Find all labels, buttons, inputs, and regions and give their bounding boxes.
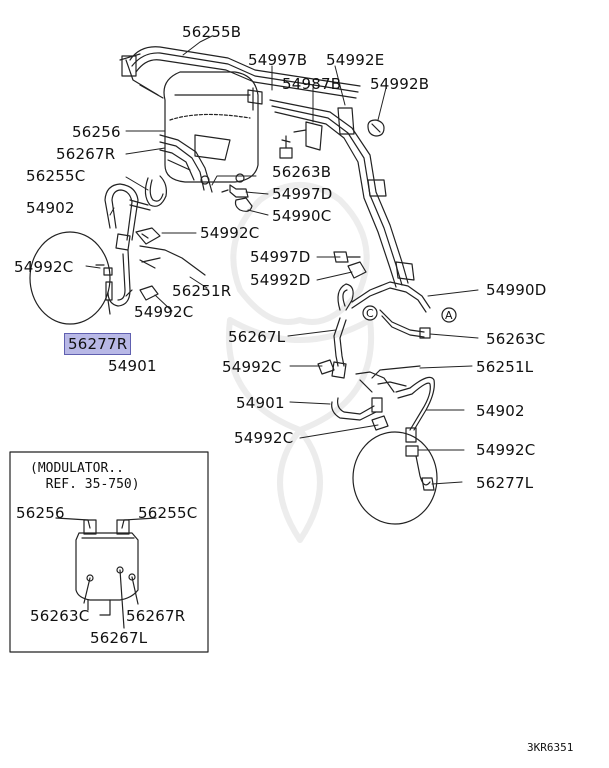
label-54902-a[interactable]: 54902 [26,199,75,217]
bracket-54987B [293,121,323,151]
label-54990D[interactable]: 54990D [486,281,547,299]
line-56267L [331,317,347,379]
leader-lines [85,35,479,485]
label-54987B[interactable]: 54987B [282,75,342,93]
clip-54997B [247,87,263,111]
label-56277L[interactable]: 56277L [476,474,534,492]
grommet-54992B [367,119,385,137]
label-56263B[interactable]: 56263B [272,163,332,181]
label-54997D-b[interactable]: 54997D [250,248,311,266]
clip-54990C [234,197,253,212]
watermark-logo [225,182,375,543]
bolt-54997B [279,135,293,159]
label-54992B[interactable]: 54992B [370,75,430,93]
bolt-54997D-b [333,251,361,263]
label-54992E[interactable]: 54992E [326,51,385,69]
label-54992C-f[interactable]: 54992C [476,441,536,459]
label-56263C[interactable]: 56263C [486,330,546,348]
marker-circle-a [441,307,457,323]
label-56251L[interactable]: 56251L [476,358,534,376]
brake-lines-right [269,99,415,288]
inset-box [9,451,209,653]
label-56267L[interactable]: 56267L [228,328,286,346]
label-54992C-b[interactable]: 54992C [14,258,74,276]
label-54997D-a[interactable]: 54997D [272,185,333,203]
inset-modulator [55,517,157,629]
fitting-56277L [415,455,435,491]
wheel-circle-left [29,231,111,325]
coil-54990D [337,281,431,313]
label-54992C-e[interactable]: 54992C [234,429,294,447]
bracket-54992C-right [371,415,419,457]
hose-56251L [355,365,421,393]
bolt-54997D-a [221,184,249,198]
inset-title-line1: (MODULATOR.. [30,461,124,476]
inset-title-line2: REF. 35-750) [30,477,140,492]
coil-line [129,175,167,211]
brake-lines-top [119,46,361,99]
marker-c-label: C [366,307,374,320]
highlighted-part-56277R[interactable]: 56277R [64,333,132,355]
bracket-54992C-mid [317,359,335,375]
label-56267R[interactable]: 56267R [56,145,116,163]
clip-54992D [347,261,367,279]
hose-56251R [95,249,161,315]
label-54992D[interactable]: 54992D [250,271,311,289]
label-54992C-c[interactable]: 54992C [134,303,194,321]
label-54990C[interactable]: 54990C [272,207,332,225]
hose-54902-left [104,183,139,251]
marker-a-label: A [445,309,453,322]
marker-circle-c [362,305,378,321]
line-56263C [379,309,431,339]
inset-label-56263C[interactable]: 56263C [30,607,90,625]
label-54992C-a[interactable]: 54992C [200,224,260,242]
inset-label-56256[interactable]: 56256 [16,504,65,522]
label-56255B[interactable]: 56255B [182,23,242,41]
bracket-54992C-lower [139,285,159,301]
label-54901-a[interactable]: 54901 [108,357,157,375]
label-54902-b[interactable]: 54902 [476,402,525,420]
label-54901-b[interactable]: 54901 [236,394,285,412]
hose-54902-right [395,376,435,443]
brake-lines-left [159,134,213,193]
label-56277R[interactable]: 56277R [64,333,132,355]
inset-label-56255C[interactable]: 56255C [138,504,198,522]
label-56256[interactable]: 56256 [72,123,121,141]
label-54992C-d[interactable]: 54992C [222,358,282,376]
label-54997B[interactable]: 54997B [248,51,308,69]
label-56255C[interactable]: 56255C [26,167,86,185]
diagram-code: 3KR6351 [527,741,574,754]
bracket-54992C-left [135,227,206,276]
pipe-54901-right [331,397,383,421]
inset-label-56267R[interactable]: 56267R [126,607,186,625]
wheel-circle-right [352,431,438,525]
inset-label-56267L[interactable]: 56267L [90,629,148,647]
abs-modulator [163,71,259,185]
label-56251R[interactable]: 56251R [172,282,232,300]
